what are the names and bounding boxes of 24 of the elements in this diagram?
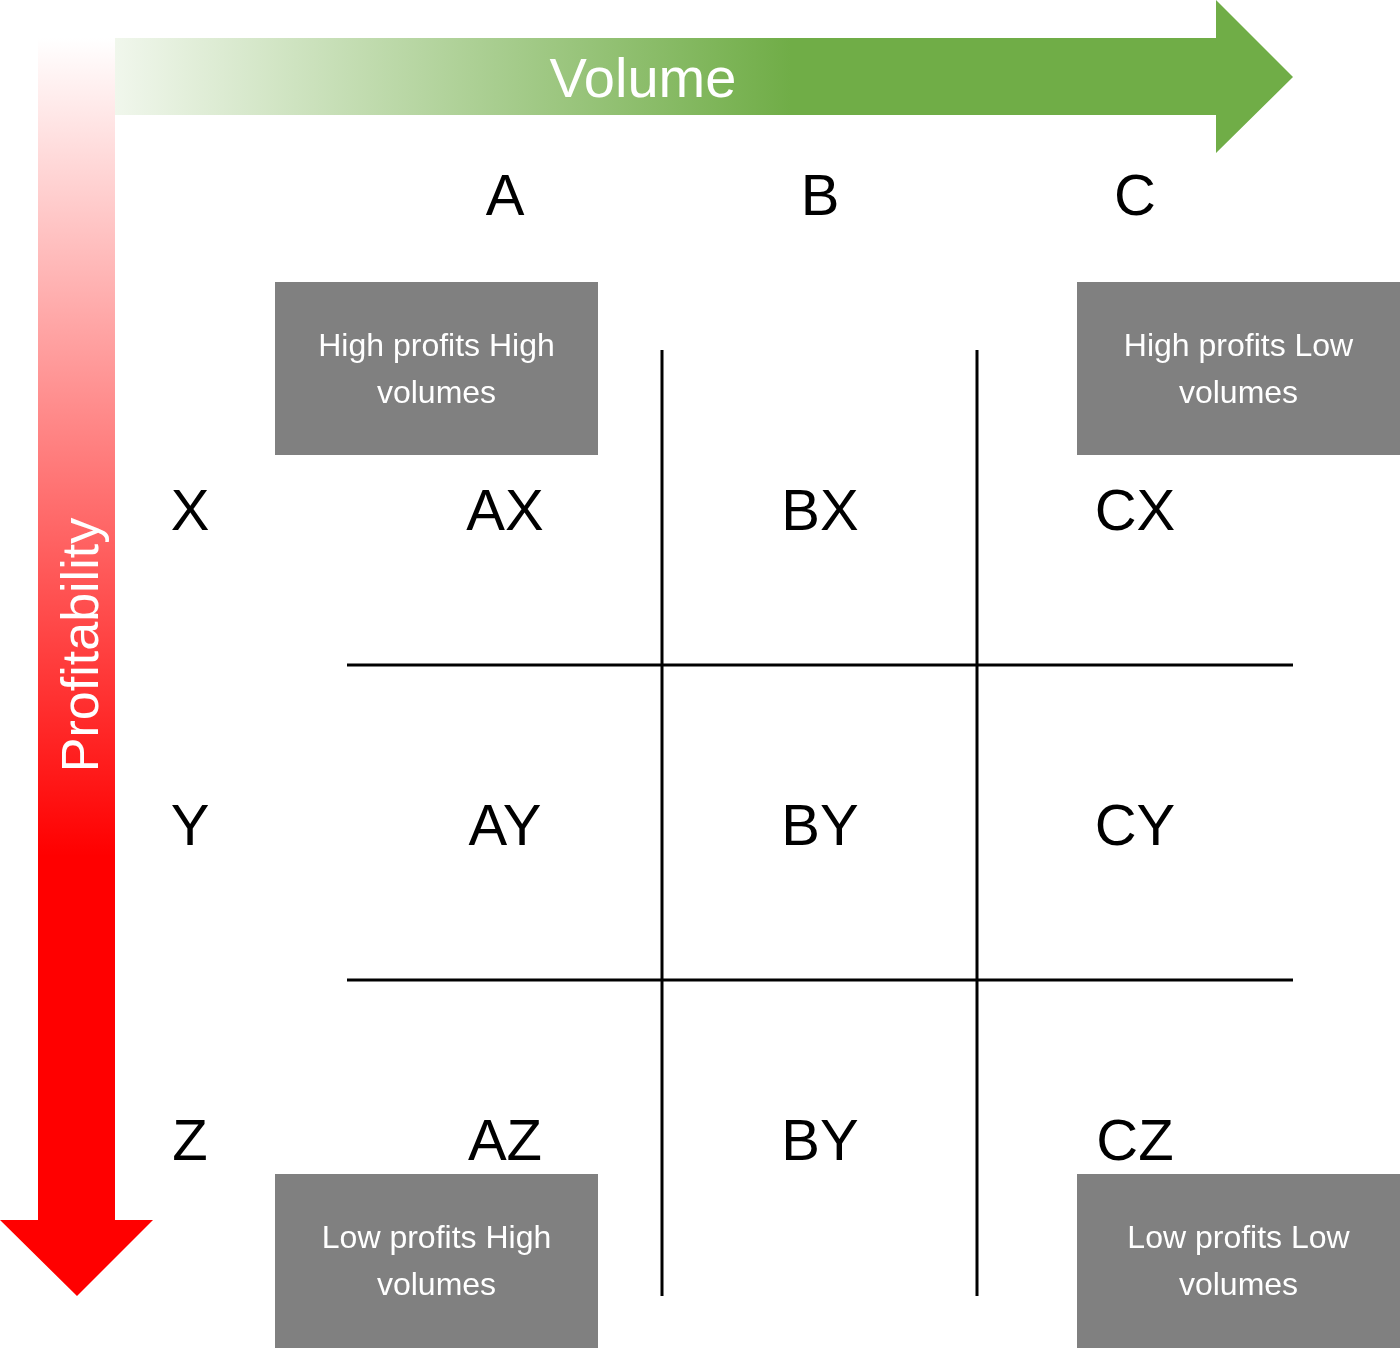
axis-title: Volume xyxy=(549,50,737,106)
column-label: A xyxy=(485,166,525,224)
quadrant-box xyxy=(1077,1174,1400,1348)
cell-label: BY xyxy=(781,1111,859,1169)
quadrant-description: Low profits High volumes xyxy=(320,1218,553,1304)
cell-label: AX xyxy=(466,481,544,539)
row-label: Y xyxy=(170,796,210,854)
quadrant-box xyxy=(275,282,598,455)
cell-label: BX xyxy=(781,481,859,539)
cell-label: CX xyxy=(1094,481,1176,539)
quadrant-box xyxy=(1077,282,1400,455)
column-label: B xyxy=(800,166,840,224)
row-label: Z xyxy=(172,1111,208,1169)
column-label: C xyxy=(1114,166,1156,224)
cell-label: CZ xyxy=(1096,1111,1174,1169)
cell-label: CY xyxy=(1094,796,1176,854)
cell-label: AY xyxy=(468,796,542,854)
quadrant-description: High profits Low volumes xyxy=(1122,325,1355,412)
quadrant-box xyxy=(275,1174,598,1348)
quadrant-description: High profits High volumes xyxy=(317,325,556,412)
cell-label: AZ xyxy=(467,1111,543,1169)
row-label: X xyxy=(170,481,210,539)
cell-label: BY xyxy=(781,796,859,854)
quadrant-description: Low profits Low volumes xyxy=(1126,1218,1351,1304)
